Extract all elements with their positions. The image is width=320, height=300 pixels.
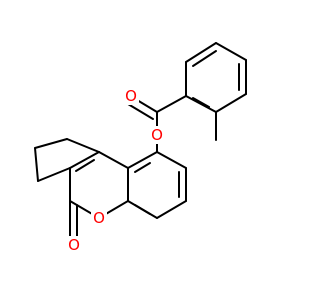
bond: [37, 167, 71, 182]
bond: [34, 147, 39, 182]
bond: [75, 159, 95, 172]
bond: [192, 50, 217, 67]
bond: [156, 151, 187, 169]
ester-oxygen-label: O: [149, 126, 165, 144]
ring-oxygen-label: O: [91, 209, 107, 227]
bond: [66, 138, 100, 153]
bond: [215, 93, 247, 113]
bond: [69, 151, 100, 169]
bond: [185, 42, 217, 63]
bond: [127, 103, 154, 120]
bond: [134, 162, 151, 173]
bond: [156, 200, 187, 219]
molecule-bonds: [34, 42, 247, 237]
lactone-oxygen-label: O: [66, 236, 82, 254]
structure-canvas: O O O O: [34, 42, 247, 254]
bond: [185, 95, 217, 113]
bond: [127, 151, 158, 169]
bond: [156, 95, 187, 113]
bond: [215, 42, 247, 61]
carbonyl-oxygen-label: O: [123, 87, 139, 105]
bond: [34, 138, 68, 149]
bond: [98, 151, 129, 169]
bond: [192, 97, 210, 108]
bond: [134, 204, 151, 215]
